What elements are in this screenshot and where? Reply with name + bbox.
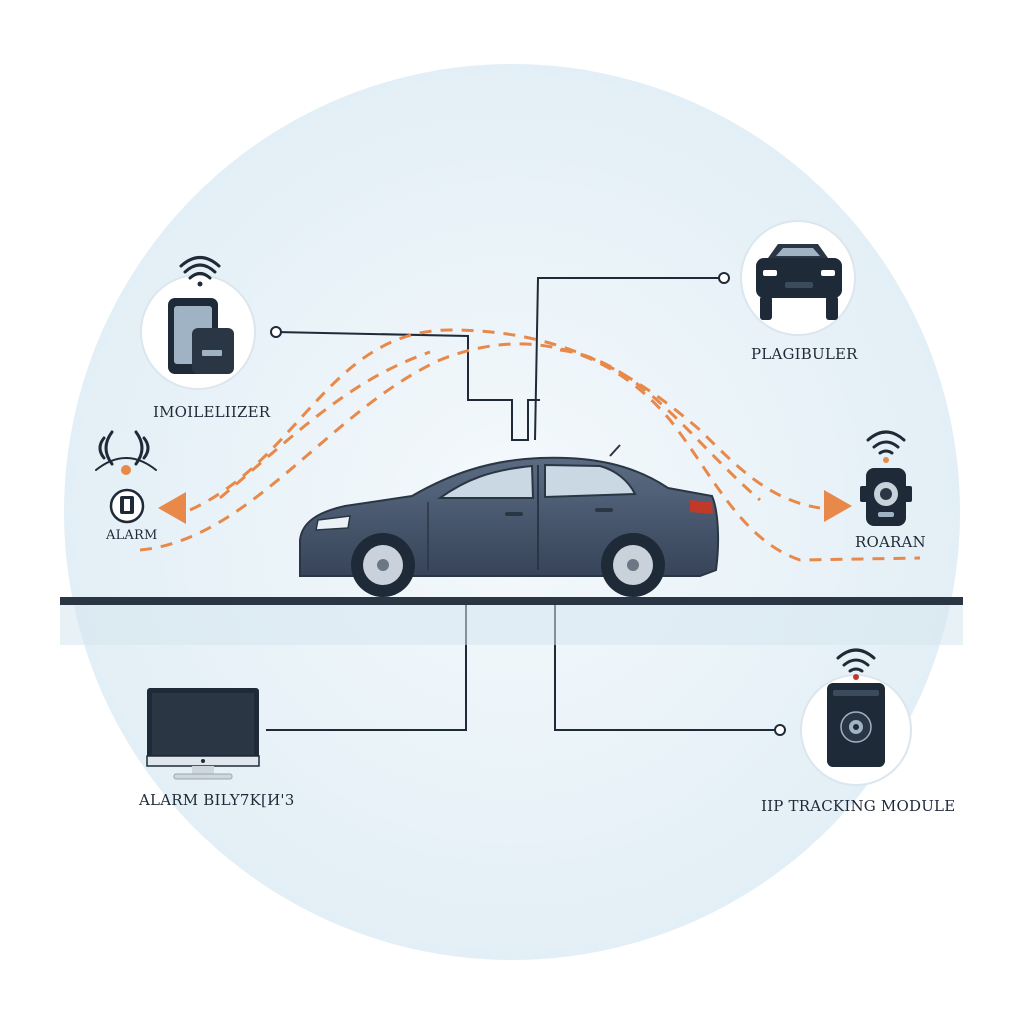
ground-shadow: [60, 605, 963, 645]
immobilizer-label: IMOILELIIZER: [153, 403, 271, 421]
alarm-label: ALARM: [106, 528, 158, 543]
tracking-module-label: IIP TRACKING MODULE: [761, 797, 956, 815]
tracking-node: [774, 724, 786, 736]
wifi-icon: [179, 256, 221, 280]
car-side-icon: [299, 444, 720, 597]
siren-icon: [109, 488, 145, 524]
alarm-system-connector: [266, 605, 467, 731]
alarm-signal-icon: [95, 430, 157, 471]
car-front-icon: [756, 244, 842, 320]
rear-wheel-icon: [601, 533, 665, 597]
plagibuler-node: [718, 272, 730, 284]
wifi-icon: [866, 430, 906, 455]
arrow-left-icon: [158, 492, 186, 524]
immobilizer-connector: [275, 331, 540, 441]
roaran-node-group: [860, 430, 912, 526]
tracking-connector: [554, 605, 780, 731]
alarm-indicator: [121, 465, 131, 475]
signal-path-upper: [189, 328, 821, 512]
plagibuler-label: PLAGIBULER: [751, 345, 858, 363]
ground-line: [60, 597, 963, 605]
signal-path-lower: [139, 342, 921, 562]
arrow-right-icon: [824, 490, 852, 522]
remote-device-icon: [860, 468, 912, 526]
alarm-system-label: ALARM BILY7K[И'3: [139, 791, 295, 809]
front-wheel-icon: [351, 533, 415, 597]
signal-path-inner-left: [219, 350, 431, 500]
roaran-label: ROARAN: [855, 533, 926, 551]
signal-path-inner-right: [559, 348, 761, 502]
alarm-system-node-group: [146, 688, 260, 780]
plagibuler-node-group: [740, 220, 856, 336]
monitor-icon: [146, 688, 260, 780]
tracking-node-group: [800, 648, 912, 786]
connector-lines: [266, 277, 780, 731]
signal-paths: [139, 328, 921, 562]
tracking-box-icon: [827, 683, 885, 767]
phone-and-keyfob-icon: [168, 298, 234, 374]
alarm-node-group: [95, 430, 157, 524]
immobilizer-node-group: [140, 256, 256, 390]
immobilizer-node: [270, 326, 282, 338]
plagibuler-connector: [534, 277, 724, 441]
wifi-icon: [836, 648, 876, 673]
